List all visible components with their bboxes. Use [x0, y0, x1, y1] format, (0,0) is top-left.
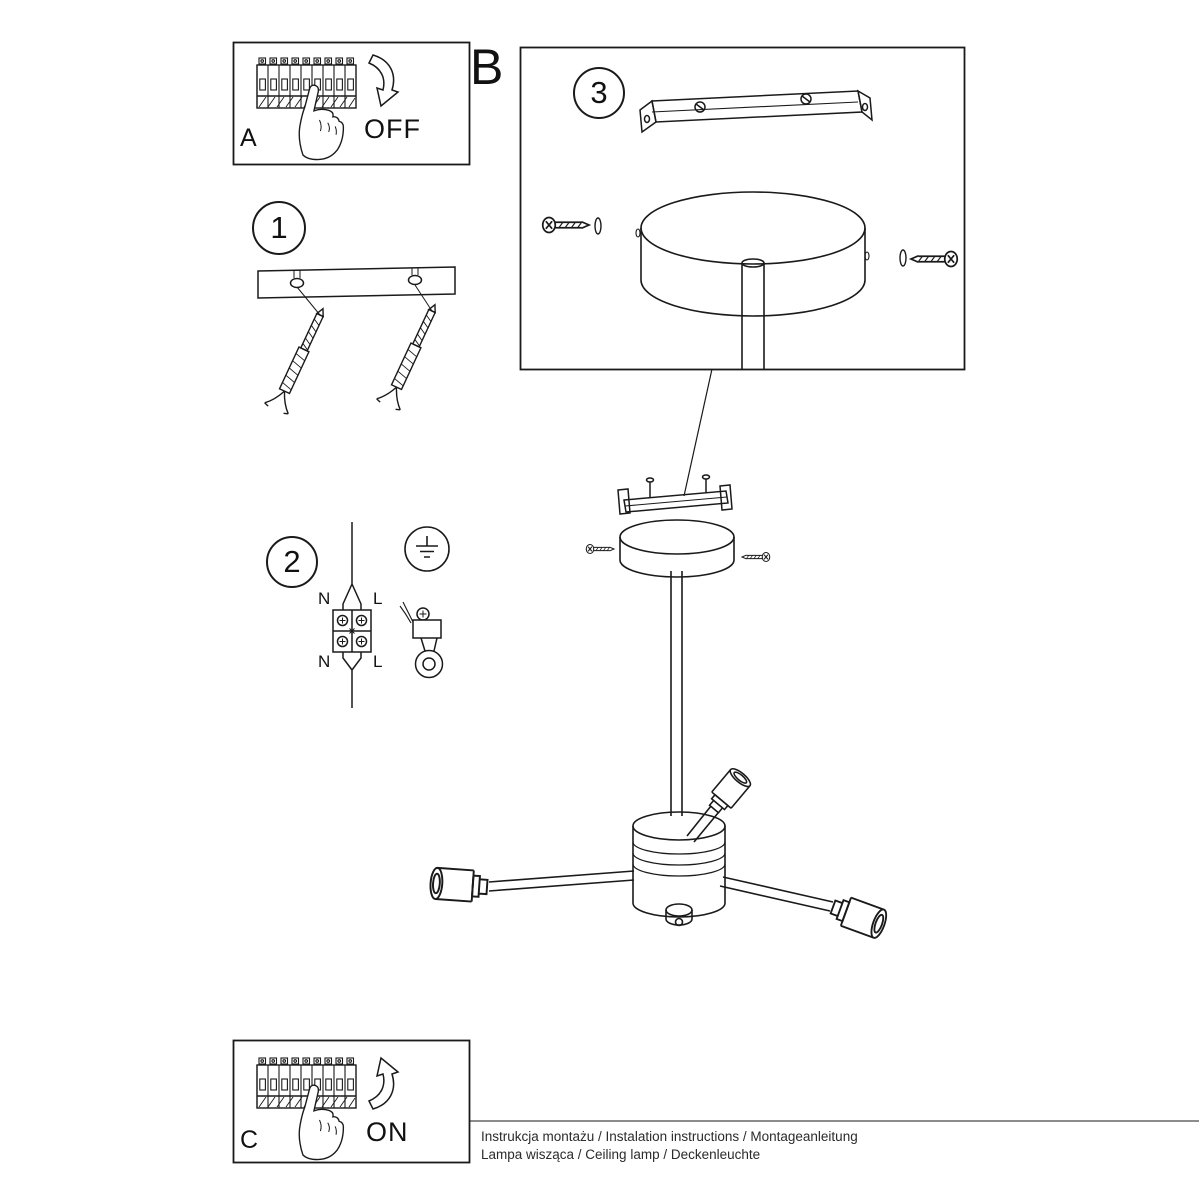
step1-number: 1	[252, 201, 306, 255]
wall-plugs	[263, 284, 448, 416]
panel-a-frame	[232, 41, 471, 166]
earth-symbol	[404, 526, 450, 572]
lamp-screw-left	[585, 543, 615, 555]
lamp-bracket	[617, 474, 733, 515]
lamp-socket-left	[428, 866, 490, 904]
terminal-n-bottom: N	[318, 652, 331, 671]
panel-c-frame	[232, 1039, 471, 1164]
mounting-rail	[257, 266, 456, 299]
breaker-on-illustration	[257, 1056, 400, 1161]
terminal-l-top: L	[373, 589, 383, 608]
step3-number: 3	[573, 67, 625, 119]
footer-title-line: Instrukcja montażu / Instalation instruc…	[481, 1129, 858, 1144]
lamp-stem	[670, 571, 683, 816]
off-label: OFF	[364, 114, 421, 144]
on-label: ON	[366, 1117, 409, 1147]
canopy-large	[635, 191, 870, 369]
lamp-socket-top	[703, 765, 754, 818]
terminal-n-top: N	[318, 589, 331, 608]
step2-number: 2	[266, 536, 318, 588]
lamp-screw-right	[741, 551, 771, 563]
breaker-off-illustration	[257, 54, 400, 161]
earth-terminal-lug	[399, 601, 444, 679]
lamp-arms	[488, 805, 834, 912]
terminal-l-bottom: L	[373, 652, 383, 671]
wiring-diagram	[332, 522, 372, 708]
canopy-screw-right	[899, 249, 959, 268]
footer-product-line: Lampa wisząca / Ceiling lamp / Deckenleu…	[481, 1147, 761, 1162]
arrow-down-icon	[367, 54, 400, 108]
canopy-screw-left	[541, 216, 602, 235]
lamp-canopy	[619, 519, 735, 578]
lamp-socket-right	[826, 891, 891, 941]
section-b-label: B	[470, 39, 504, 95]
arrow-up-icon	[367, 1056, 400, 1110]
step3-frame	[519, 46, 966, 371]
panel-a-label: A	[240, 124, 257, 152]
mounting-bracket-large	[639, 89, 873, 134]
panel-c-label: C	[240, 1126, 259, 1154]
detail-leader-line	[683, 368, 713, 497]
lamp-body	[632, 811, 726, 927]
